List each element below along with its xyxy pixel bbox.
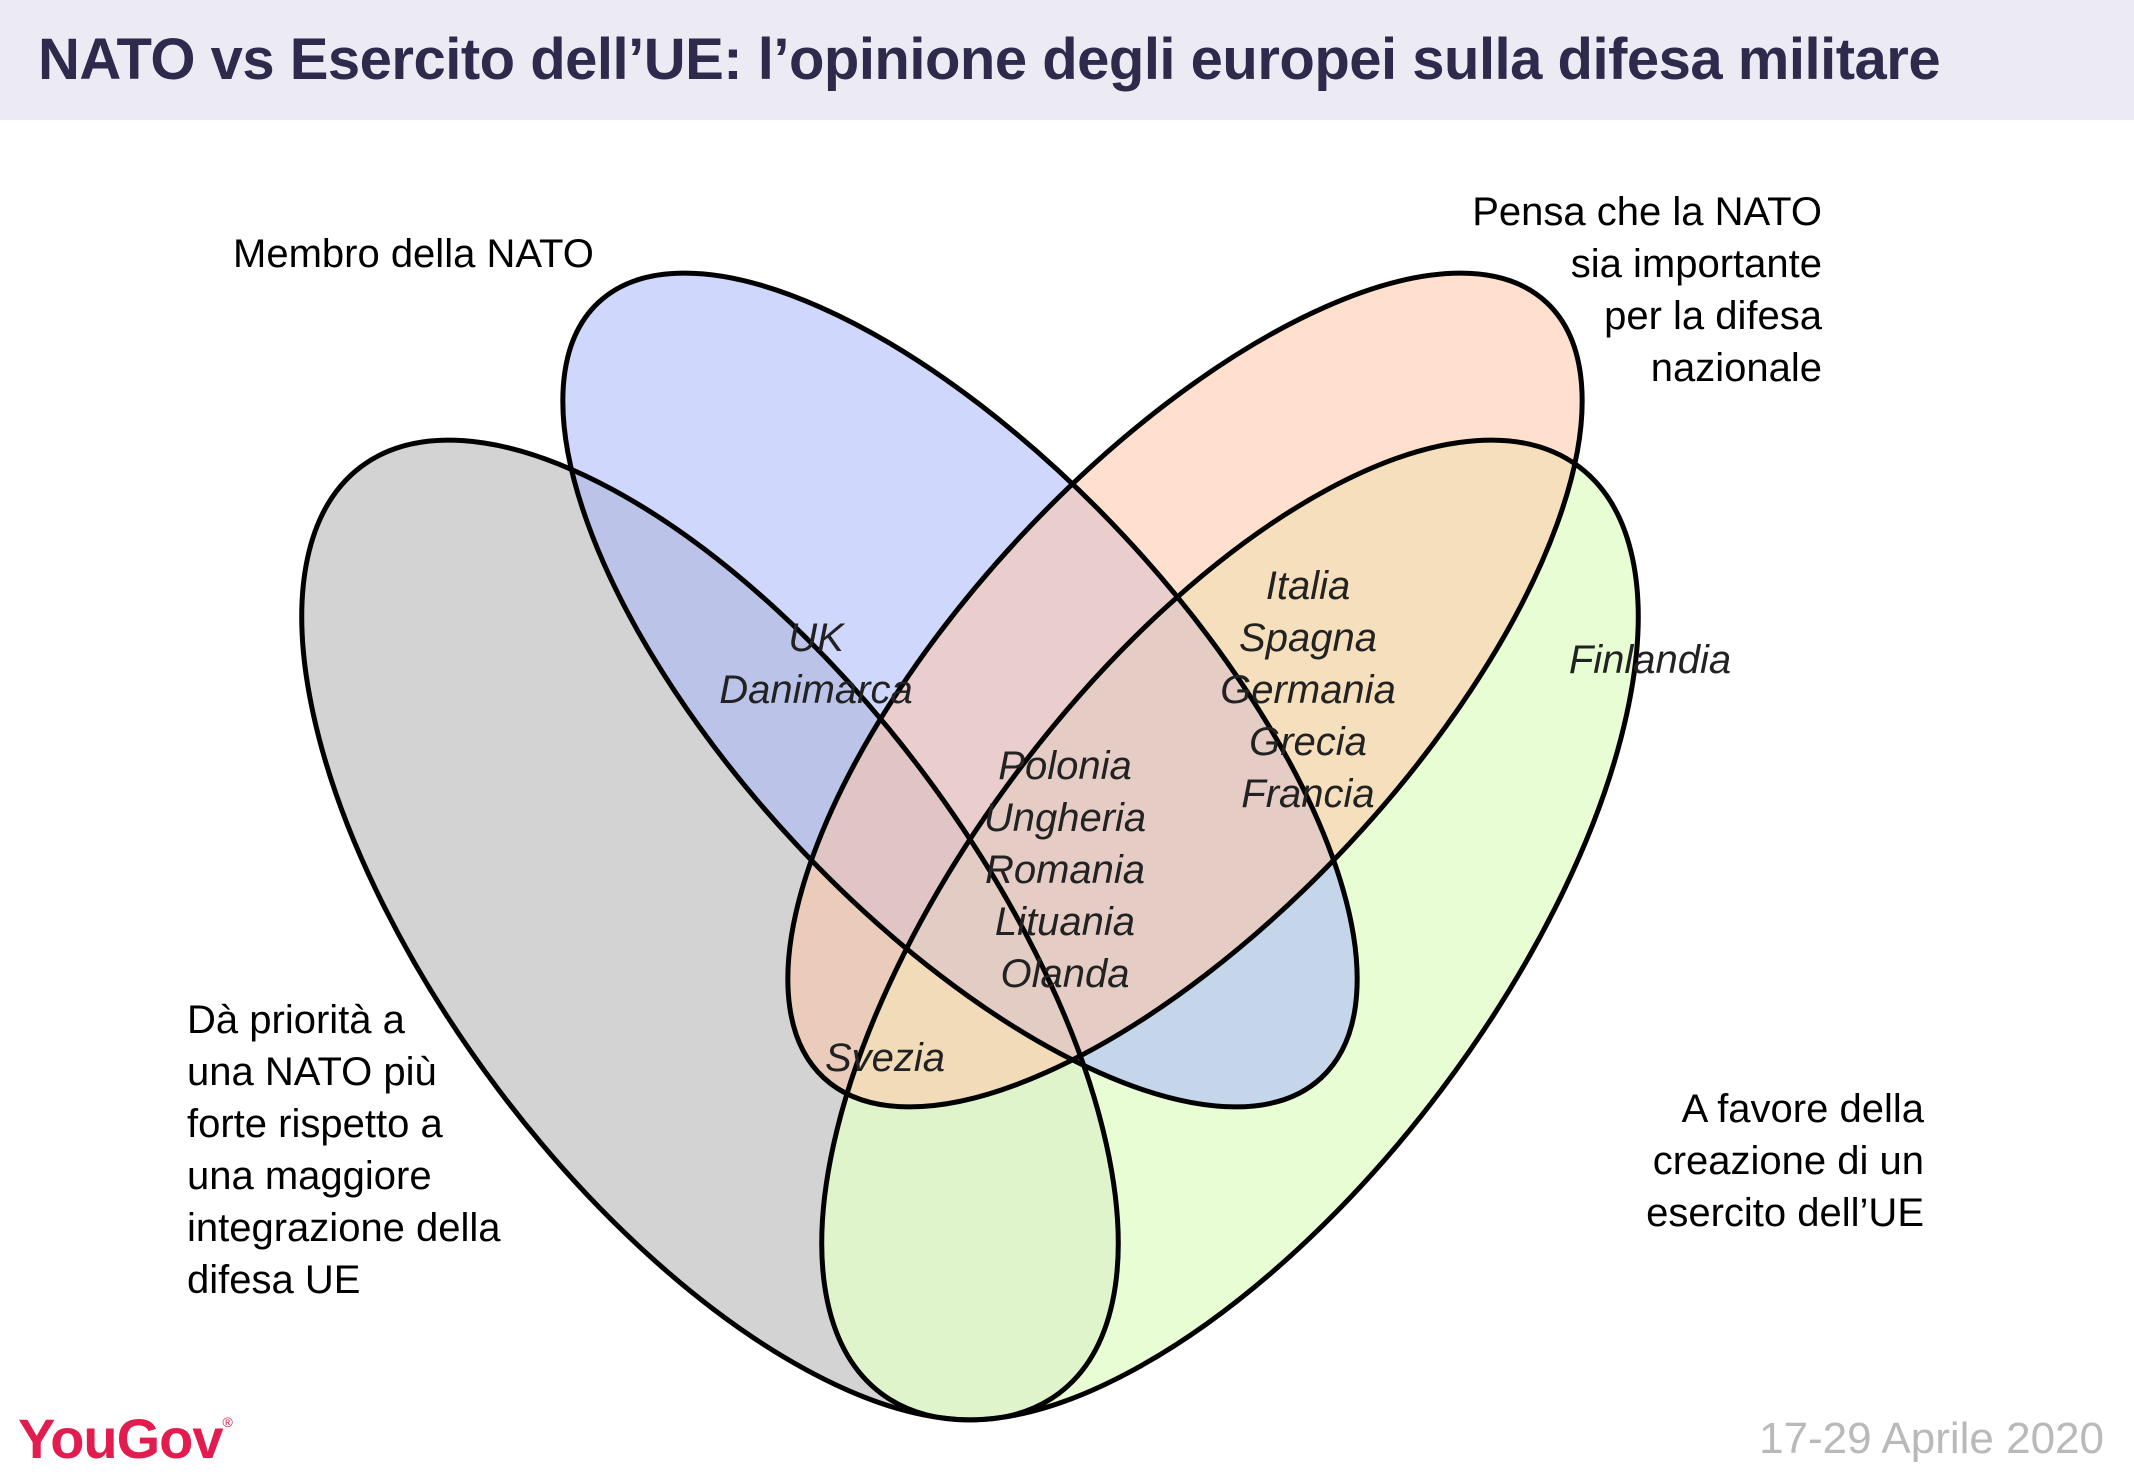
ellipse-nato-important <box>787 273 1583 1107</box>
yougov-logo: YouGov® <box>18 1407 233 1470</box>
survey-date: 17-29 Aprile 2020 <box>1759 1414 2104 1463</box>
title-bar <box>0 0 2134 120</box>
venn-fills <box>301 273 1639 1420</box>
region-sweden: Svezia <box>824 1036 946 1080</box>
region-italy-group: Italia Spagna Germania Grecia Francia <box>1220 564 1396 816</box>
label-nato-member: Membro della NATO <box>233 232 594 276</box>
region-uk-denmark: UK Danimarca <box>719 616 913 712</box>
venn-outlines <box>299 270 1641 1423</box>
page-title: NATO vs Esercito dell’UE: l’opinione deg… <box>38 27 1941 92</box>
label-nato-important: Pensa che la NATO sia importante per la … <box>1472 190 1822 390</box>
region-finland: Finlandia <box>1568 638 1732 682</box>
label-eu-army: A favore della creazione di un esercito … <box>1646 1087 1924 1235</box>
label-prioritize-nato: Dà priorità a una NATO più forte rispett… <box>187 998 501 1302</box>
region-center: Polonia Ungheria Romania Lituania Olanda <box>983 744 1147 996</box>
